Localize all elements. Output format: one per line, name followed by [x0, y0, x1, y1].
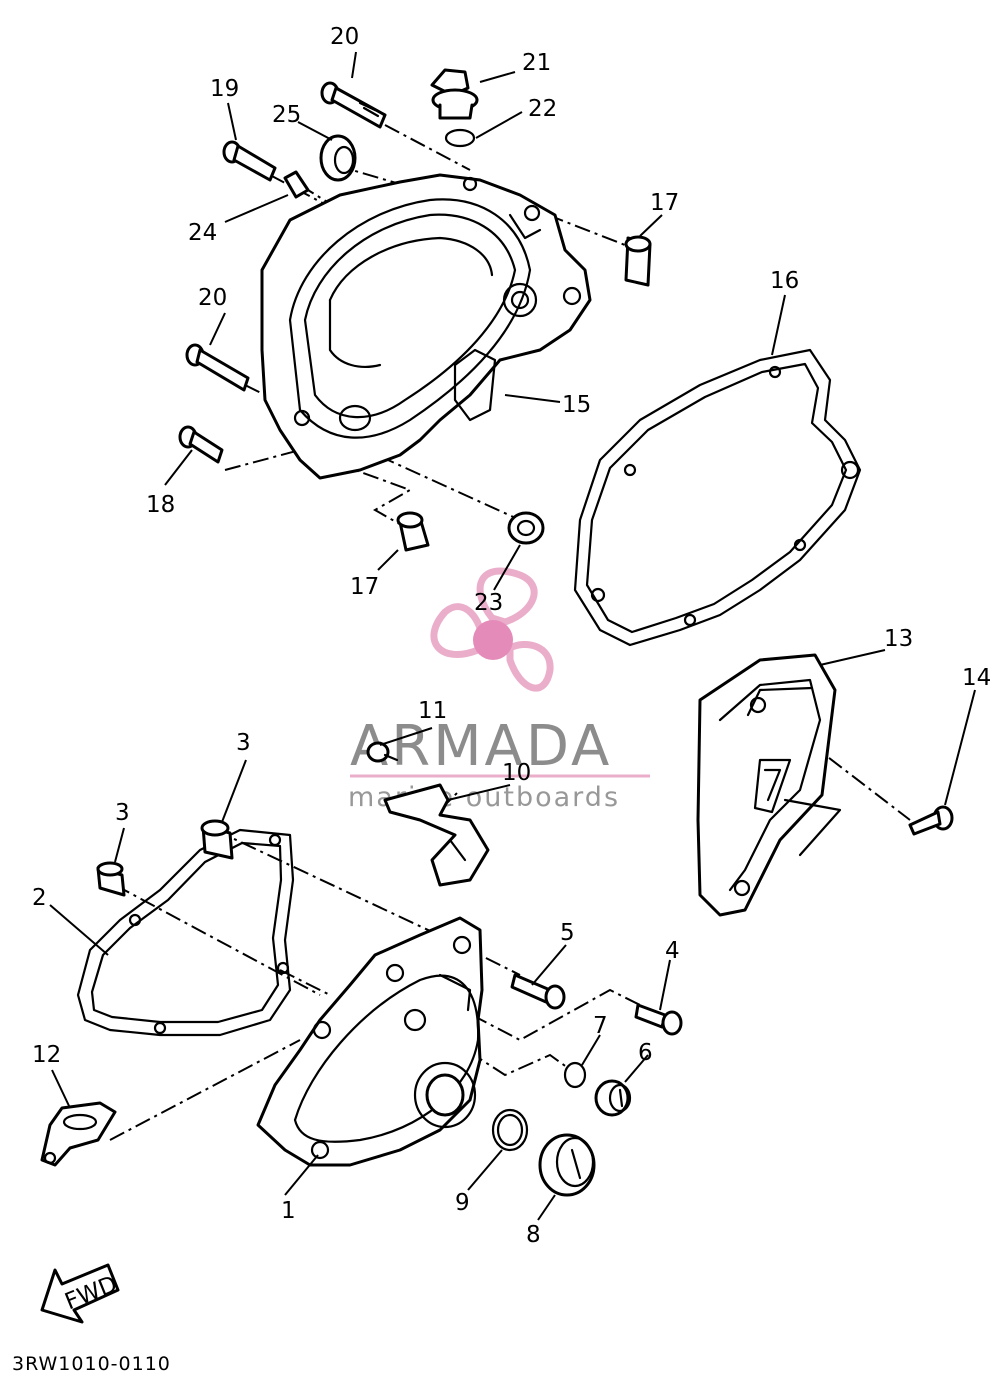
callout-13: 13 — [884, 626, 913, 652]
callout-20-top: 20 — [330, 24, 359, 50]
dowel-pin-17-lower — [396, 511, 430, 552]
sprocket-cover-13 — [696, 653, 842, 917]
oil-seal-23 — [507, 511, 545, 545]
bolt-19 — [222, 140, 277, 182]
callout-15: 15 — [562, 392, 591, 418]
clip-24 — [283, 170, 310, 199]
dowel-pin-17-upper — [624, 235, 652, 287]
bolt-18 — [178, 425, 224, 464]
diagram-code: 3RW1010-0110 — [12, 1353, 171, 1375]
callout-2: 2 — [32, 885, 47, 911]
callout-6: 6 — [638, 1040, 653, 1066]
plug-8 — [538, 1133, 596, 1197]
callout-8: 8 — [526, 1222, 541, 1248]
callout-12: 12 — [32, 1042, 61, 1068]
callout-14: 14 — [962, 665, 991, 691]
watermark-brand: ARMADA — [350, 714, 612, 779]
callout-19: 19 — [210, 76, 239, 102]
crankcase-cover-lower — [256, 916, 484, 1167]
cover-gasket-2 — [76, 828, 295, 1037]
callout-7: 7 — [593, 1013, 608, 1039]
callout-10: 10 — [502, 760, 531, 786]
cover-gasket-16 — [573, 348, 862, 647]
leader-lines — [49, 51, 976, 1221]
callout-22: 22 — [528, 96, 557, 122]
oil-seal-25 — [319, 134, 357, 182]
bolt-4 — [634, 1003, 683, 1036]
dowel-pin-3-upper — [200, 819, 234, 860]
cable-clip-12 — [40, 1101, 117, 1167]
armada-logo-watermark: ARMADA marine outboards — [348, 567, 650, 813]
o-ring-7 — [563, 1061, 587, 1089]
callout-3-lower: 3 — [115, 800, 130, 826]
callout-9: 9 — [455, 1190, 470, 1216]
callout-5: 5 — [560, 920, 575, 946]
callout-17-upper: 17 — [650, 190, 679, 216]
o-ring-22 — [444, 128, 476, 148]
plug-6 — [594, 1079, 632, 1117]
crankcase-cover-upper — [260, 173, 592, 480]
callout-23: 23 — [474, 590, 503, 616]
callout-18: 18 — [146, 492, 175, 518]
callout-21: 21 — [522, 50, 551, 76]
callout-4: 4 — [665, 938, 680, 964]
fwd-arrow-icon: FWD — [40, 1263, 121, 1324]
o-ring-9 — [491, 1108, 529, 1152]
propeller-icon — [430, 567, 554, 692]
bolt-20-top — [320, 81, 387, 129]
callout-11: 11 — [418, 698, 447, 724]
callout-1: 1 — [281, 1198, 296, 1224]
callout-20-mid: 20 — [198, 285, 227, 311]
bolt-11 — [366, 741, 399, 763]
bolt-14 — [908, 805, 954, 836]
bolt-5 — [510, 973, 566, 1010]
callout-24: 24 — [188, 220, 217, 246]
callout-17-lower: 17 — [350, 574, 379, 600]
callout-25: 25 — [272, 102, 301, 128]
callout-3-upper: 3 — [236, 730, 251, 756]
callout-numbers: 1 2 3 3 4 5 6 7 8 9 10 11 12 13 14 15 16… — [32, 24, 991, 1248]
callout-16: 16 — [770, 268, 799, 294]
dowel-pin-3-lower — [96, 861, 126, 897]
oil-filler-cap-21 — [430, 68, 479, 120]
bolt-20-mid — [185, 343, 250, 392]
